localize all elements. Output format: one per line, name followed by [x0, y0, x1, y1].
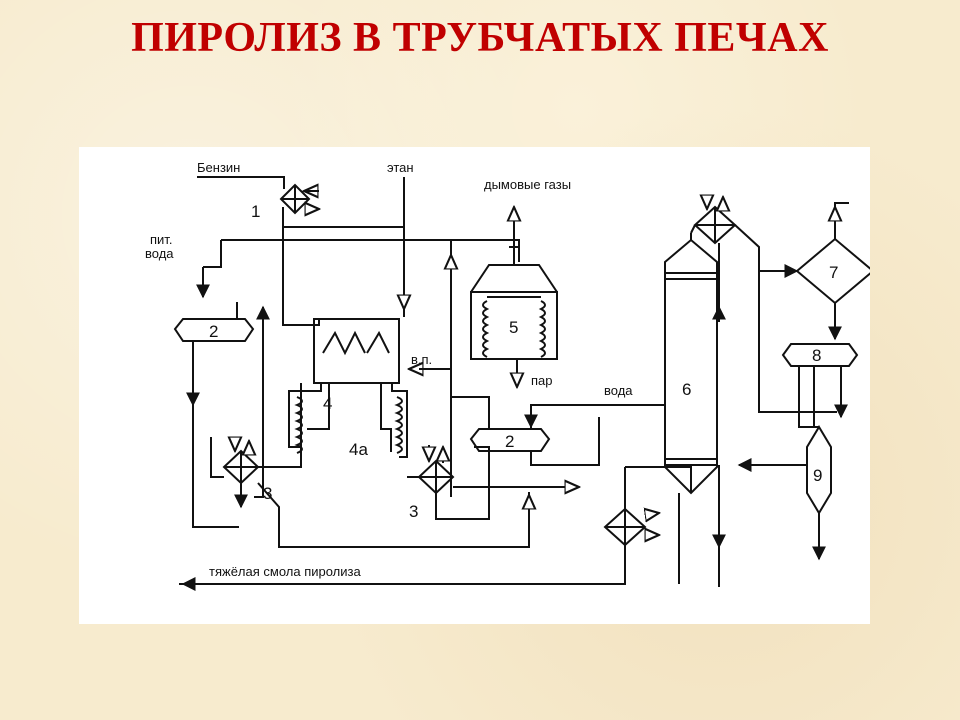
unit-4a-number: 4а [349, 440, 368, 459]
benzin-line [197, 176, 285, 189]
label-pit: пит. [150, 232, 172, 247]
heat-exchanger-3-center [417, 459, 455, 495]
unit-7 [795, 237, 870, 305]
column-6 [664, 238, 718, 495]
label-dymovye-gazy: дымовые газы [484, 177, 571, 192]
label-benzin: Бензин [197, 160, 240, 175]
furnace-convection-5 [470, 291, 558, 360]
unit-2-center [469, 428, 551, 452]
unit-8-number: 8 [812, 346, 821, 365]
coil-4 [294, 396, 303, 454]
coil-4a [394, 396, 403, 454]
unit-2-center-number: 2 [505, 432, 514, 451]
unit-8 [781, 343, 859, 367]
page-title: ПИРОЛИЗ В ТРУБЧАТЫХ ПЕЧАХ [131, 15, 829, 61]
unit-4-number: 4 [323, 394, 332, 413]
label-vp: в.п. [411, 352, 432, 367]
diagram-panel: Бензин этан дымовые газы пит. вода в.п. … [79, 147, 870, 624]
unit-2-left [173, 318, 255, 342]
label-smola: тяжёлая смола пиролиза [209, 564, 361, 579]
unit-9-number: 9 [813, 466, 822, 485]
benzin-to-furnace [282, 207, 320, 326]
heat-exchanger-bottom [603, 507, 647, 547]
top-header [221, 239, 520, 252]
label-voda: вода [604, 383, 633, 398]
furnace-coil-left-line [258, 383, 302, 468]
furnace-radiant [313, 318, 400, 384]
unit-3-center-number: 3 [409, 502, 418, 521]
loop-bottom [257, 482, 530, 548]
unit-5-number: 5 [509, 318, 518, 337]
unit-2-left-number: 2 [209, 322, 218, 341]
unit-9 [806, 425, 832, 515]
process-flow-diagram: Бензин этан дымовые газы пит. вода в.п. … [145, 160, 870, 591]
label-par: пар [531, 373, 553, 388]
unit-6-number: 6 [682, 380, 691, 399]
label-etan: этан [387, 160, 414, 175]
label-voda-pit: вода [145, 246, 174, 261]
heat-exchanger-1 [279, 183, 311, 215]
heat-exchanger-3-left [222, 449, 260, 485]
unit-7-number: 7 [829, 263, 838, 282]
heat-exchanger-top-right [693, 205, 737, 245]
unit-1-number: 1 [251, 202, 260, 221]
unit-3-left-number: 3 [263, 484, 272, 503]
